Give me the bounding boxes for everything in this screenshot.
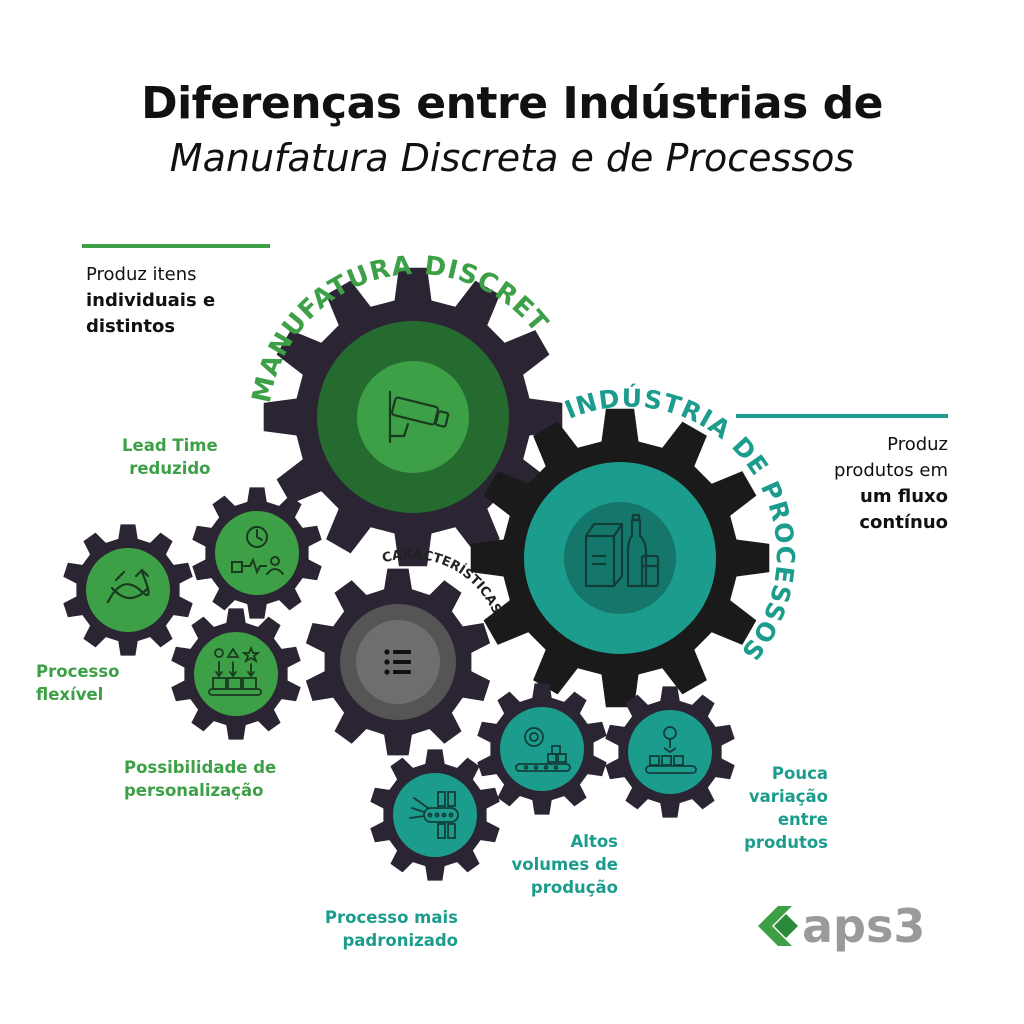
label-line: volumes de <box>511 855 618 874</box>
aps3-logo: aps3 <box>756 896 956 956</box>
label-line: personalização <box>124 781 264 800</box>
feature-lead-time-label: Lead Time reduzido <box>122 434 218 480</box>
feature-flexible-label: Processo flexível <box>36 660 120 706</box>
feature-standardized-label: Processo mais padronizado <box>306 906 458 952</box>
discrete-desc-line1: Produz itens <box>86 264 197 285</box>
gear-personalization <box>171 608 301 740</box>
robot-arm-conveyor-icon <box>645 726 697 774</box>
label-line: entre <box>777 810 828 829</box>
gear-inner-disc <box>357 361 469 473</box>
discrete-rule <box>82 244 270 248</box>
label-line: reduzido <box>129 459 211 478</box>
gear-flexible <box>63 524 193 656</box>
label-line: Pouca <box>771 764 828 783</box>
gear-high-volume <box>477 683 607 815</box>
label-line: produção <box>530 878 618 897</box>
title-line-1: Diferenças entre Indústrias de <box>141 78 883 129</box>
discrete-desc-bold2: distintos <box>86 316 176 337</box>
logo-diamond <box>774 914 798 938</box>
bottles-boxes-icon <box>584 513 660 588</box>
feature-high-volume-label: Altos volumes de produção <box>488 830 618 899</box>
label-line: Processo mais <box>324 908 458 927</box>
gear-lead-time <box>192 487 322 619</box>
process-desc-bold2: contínuo <box>859 512 948 533</box>
list-icon <box>384 649 411 675</box>
process-desc-bold1: um fluxo <box>860 486 948 507</box>
process-desc-line1: Produz <box>887 434 948 455</box>
logo-chevron-left <box>758 906 792 946</box>
gear-inner-disc <box>564 502 676 614</box>
gear-conveyor-icon <box>515 727 571 772</box>
assembly-line-icon <box>409 791 459 839</box>
gear-outer-ring <box>194 632 278 716</box>
label-line: produtos <box>744 833 828 852</box>
discrete-description: Produz itens individuais e distintos <box>86 262 215 340</box>
security-camera-icon <box>388 390 450 444</box>
gear-outer-ring <box>86 548 170 632</box>
label-line: Altos <box>570 832 618 851</box>
label-line: flexível <box>36 685 104 704</box>
clock-delivery-icon <box>231 526 284 575</box>
logo-mark: aps3 <box>758 899 925 953</box>
label-line: padronizado <box>342 931 458 950</box>
label-line: variação <box>748 787 828 806</box>
logo-text: aps3 <box>802 899 925 953</box>
feature-low-variation-label: Pouca variação entre produtos <box>720 762 828 854</box>
flexible-arrows-icon <box>106 568 150 604</box>
label-line: Lead Time <box>122 436 218 455</box>
gear-outer-ring <box>500 707 584 791</box>
discrete-desc-bold1: individuais e <box>86 290 216 311</box>
gear-outer-ring <box>215 511 299 595</box>
title-line-2: Manufatura Discreta e de Processos <box>169 136 855 180</box>
label-line: Possibilidade de <box>124 758 277 777</box>
process-desc-line2: produtos em <box>833 460 948 481</box>
feature-personalization-label: Possibilidade de personalização <box>124 756 276 802</box>
gear-discrete <box>263 267 563 567</box>
process-description: Produz produtos em um fluxo contínuo <box>834 432 948 536</box>
process-rule <box>736 414 948 418</box>
shapes-sorting-icon <box>208 645 262 696</box>
label-line: Processo <box>36 662 120 681</box>
